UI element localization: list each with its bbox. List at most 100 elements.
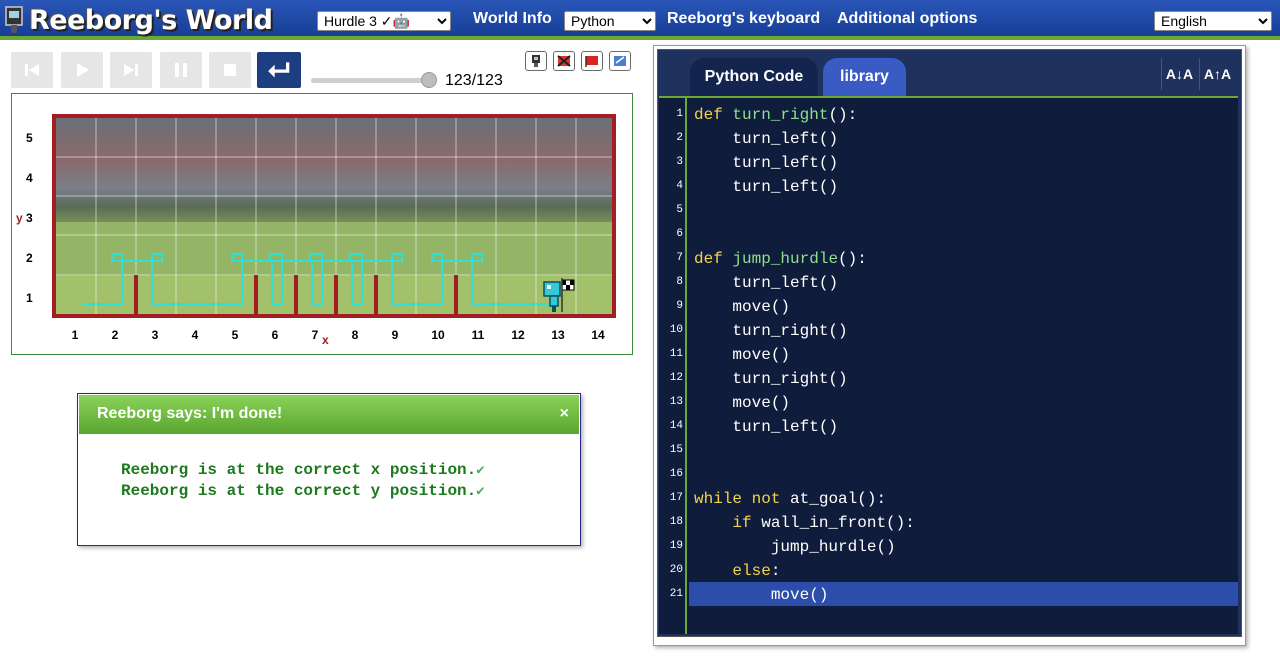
dialog-header: Reeborg says: I'm done! × [79,395,579,434]
font-decrease-button[interactable]: A↓A [1161,58,1197,90]
run-button[interactable] [61,52,103,88]
tab-python-code[interactable]: Python Code [690,58,818,96]
code-line[interactable]: turn_right() [732,370,848,388]
line-number: 4 [676,180,683,192]
line-number-gutter [659,98,687,634]
code-editor[interactable] [659,96,1238,634]
highlight-off-icon [557,55,571,67]
dialog-message: Reeborg is at the correct x position.✔ [121,461,485,479]
dialog-message: Reeborg is at the correct y position.✔ [121,482,485,500]
stop-button[interactable] [209,52,251,88]
play-icon [77,63,89,77]
world-edit-icon [614,56,626,66]
code-line[interactable]: jump_hurdle() [770,538,896,556]
x-axis-tick: 1 [71,328,79,342]
x-axis-tick: 4 [191,328,199,342]
code-line[interactable]: turn_left() [732,274,839,292]
reload-button[interactable] [257,52,301,88]
pause-button[interactable] [160,52,202,88]
step-forward-icon [124,64,138,76]
step-counter: 123/123 [445,72,503,89]
tab-library[interactable]: library [823,58,906,96]
code-line[interactable]: while not at_goal(): [694,490,887,508]
additional-options-button[interactable]: Additional options [837,10,978,27]
x-axis-tick: 7 [311,328,319,342]
code-line[interactable]: def turn_right(): [694,106,858,124]
x-axis-tick: 12 [511,328,525,342]
world-grid [52,114,616,318]
robot-trace-path [82,253,552,305]
y-axis-letter: y [16,211,23,225]
world-select[interactable]: Hurdle 3 ✓🤖 [317,11,451,31]
line-number: 2 [676,132,683,144]
trace-flag-icon [585,56,598,67]
checkmark-icon: ✔ [476,463,485,479]
code-line[interactable]: turn_left() [732,154,839,172]
current-line-highlight [689,582,1238,606]
line-number: 21 [669,588,683,600]
world-canvas [56,118,612,314]
line-number: 6 [676,228,683,240]
x-axis-tick: 8 [351,328,359,342]
line-number: 10 [669,324,683,336]
robot-icon [532,55,540,67]
code-line[interactable]: move() [732,298,791,316]
app-logo: Reeborg's World [4,3,273,37]
x-axis-tick: 9 [391,328,399,342]
code-line[interactable]: turn_left() [732,130,839,148]
line-number: 20 [669,564,683,576]
ui-language-select[interactable]: English [1154,11,1272,31]
line-number: 11 [669,348,683,360]
code-line[interactable]: turn_right() [732,322,848,340]
line-number: 5 [676,204,683,216]
line-number: 19 [669,540,683,552]
line-number: 3 [676,156,683,168]
step-forward-button[interactable] [110,52,152,88]
code-line[interactable]: move() [770,586,829,604]
world-editor-button[interactable] [609,51,631,71]
line-number: 15 [669,444,683,456]
code-line[interactable]: move() [732,394,791,412]
goal-flag-icon [561,278,575,312]
top-menu-bar: Reeborg's World Hurdle 3 ✓🤖 World Info P… [0,0,1280,40]
code-line[interactable]: def jump_hurdle(): [694,250,867,268]
dialog-message-text: Reeborg is at the correct x position. [121,461,477,479]
step-back-button[interactable] [11,52,53,88]
return-arrow-icon [268,62,290,78]
highlight-toggle-button[interactable] [553,51,575,71]
code-line[interactable]: turn_left() [732,178,839,196]
reeborg-message-dialog: Reeborg says: I'm done! × Reeborg is at … [77,393,581,546]
font-increase-button[interactable]: A↑A [1199,58,1235,90]
y-axis-tick: 1 [26,291,33,305]
line-number: 16 [669,468,683,480]
checkmark-icon: ✔ [476,484,485,500]
x-axis-tick: 3 [151,328,159,342]
robot-details-button[interactable] [525,51,547,71]
code-line[interactable]: else: [732,562,781,580]
stop-icon [224,64,236,76]
code-line[interactable]: move() [732,346,791,364]
code-line[interactable]: if wall_in_front(): [732,514,915,532]
step-slider-track[interactable] [311,78,435,83]
line-number: 7 [676,252,683,264]
close-icon[interactable]: × [559,405,569,422]
programming-language-select[interactable]: Python [564,11,656,31]
app-title: Reeborg's World [29,4,273,36]
dialog-message-text: Reeborg is at the correct y position. [121,482,477,500]
x-axis-tick: 2 [111,328,119,342]
reeborg-robot-icon [543,281,561,312]
x-axis-tick: 10 [431,328,445,342]
x-axis-tick: 11 [471,328,485,342]
dialog-title: Reeborg says: I'm done! [97,405,283,422]
code-line[interactable]: turn_left() [732,418,839,436]
step-slider-handle[interactable] [421,72,437,88]
step-back-icon [25,64,39,76]
line-number: 9 [676,300,683,312]
line-number: 17 [669,492,683,504]
world-info-button[interactable]: World Info [473,10,552,27]
x-axis-tick: 14 [591,328,605,342]
trace-toggle-button[interactable] [581,51,603,71]
reeborg-keyboard-button[interactable]: Reeborg's keyboard [667,10,821,27]
line-number: 8 [676,276,683,288]
line-number: 18 [669,516,683,528]
